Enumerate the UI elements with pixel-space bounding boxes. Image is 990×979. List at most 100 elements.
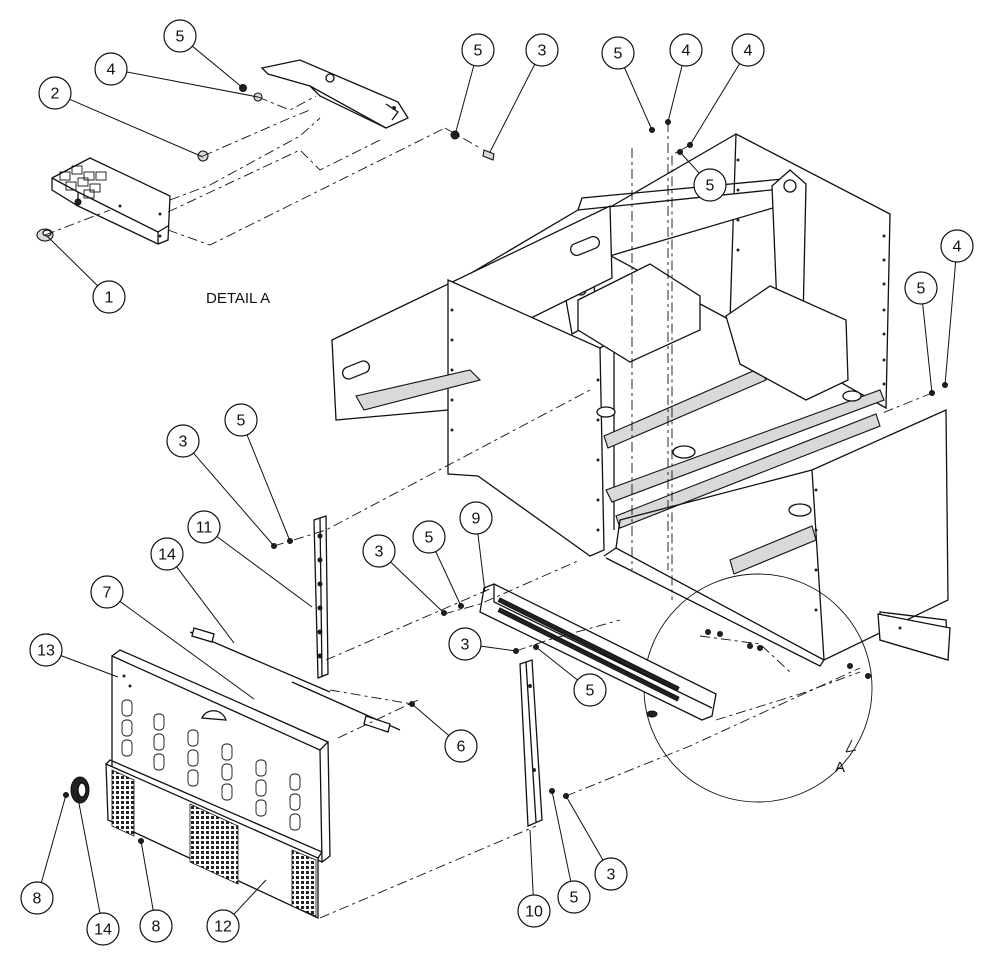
callout-8-c25: 8 [20,794,67,915]
callout-bubble [92,280,126,314]
callout-number: 4 [682,43,691,60]
callout-number: 14 [94,922,112,939]
callout-number: 5 [176,29,185,46]
callout-number: 7 [103,585,112,602]
tie-rod [189,627,401,733]
callout-bubble [731,33,765,67]
callout-bubble [224,403,258,437]
detail-a-assembly [36,59,495,246]
callout-2-c2: 2 [38,76,204,158]
leader-line [69,98,204,158]
callout-10-c29: 10 [517,829,551,928]
callout-14-c16: 14 [150,537,235,644]
callout-6-c24: 6 [411,703,478,763]
leader-line [944,261,957,386]
callout-bubble [557,880,591,914]
cross-member [479,583,717,721]
callout-number: 5 [570,890,579,907]
callout-number: 4 [953,239,962,256]
vertical-post [313,515,329,679]
callout-13-c18: 13 [29,633,119,678]
callout-5-c23: 5 [535,646,607,707]
leader-line [624,67,653,131]
leader-line [216,536,313,608]
callout-number: 3 [375,544,384,561]
callout-number: 11 [196,520,213,537]
callout-bubble [448,627,482,661]
leader-line [529,829,534,896]
callout-bubble [444,729,478,763]
callout-number: 8 [152,919,161,936]
callout-bubble [163,19,197,53]
callout-bubble [940,229,974,263]
leader-line [667,65,683,123]
leader-line [192,45,244,89]
callout-bubble [459,501,493,535]
callout-bubble [86,912,120,946]
leader-line [140,840,154,911]
grommet [70,776,90,804]
leader-line [689,63,741,146]
callout-3-c22: 3 [448,627,517,661]
leader-line [390,561,445,614]
leader-line [126,71,259,98]
callout-bubble [90,575,124,609]
leader-line [477,533,486,593]
callout-number: 5 [586,683,595,700]
callout-bubble [525,33,559,67]
callout-bubble [20,881,54,915]
callout-9-c21: 9 [459,501,493,593]
callout-5-c4: 5 [163,19,244,89]
callout-bubble [150,537,184,571]
callout-number: 14 [158,547,176,564]
callout-bubble [362,534,396,568]
callout-5-c13: 5 [224,403,291,542]
assembly-lines [273,122,933,919]
callout-bubble [94,52,128,86]
leader-line [233,879,267,915]
callout-number: 5 [237,413,246,430]
detail-a-label: DETAIL A [206,290,270,307]
leader-line [60,655,119,678]
callout-4-c11: 4 [940,229,974,386]
callout-5-c7: 5 [601,36,653,131]
leader-line [193,452,275,547]
leader-line [435,551,462,607]
leader-line [535,646,578,681]
callout-5-c30: 5 [551,790,591,914]
leader-line [489,64,536,153]
callout-number: 5 [917,281,926,298]
callout-4-c8: 4 [667,33,703,123]
callout-bubble [693,168,727,202]
callout-bubble [412,520,446,554]
callout-number: 4 [107,62,116,79]
callout-5-c5: 5 [454,33,495,136]
callout-4-c3: 4 [94,52,259,98]
leader-line [679,151,700,174]
callout-bubble [166,424,200,458]
callout-bubble [669,33,703,67]
leader-line [246,434,291,542]
callout-number: 4 [744,43,753,60]
callout-bubble [187,510,221,544]
callout-number: 12 [214,919,232,936]
callout-number: 1 [105,290,114,307]
perforated-panel [105,759,323,920]
callout-14-c26: 14 [76,792,120,946]
leader-line [922,303,933,394]
chassis-frame [331,132,951,667]
leader-line [565,795,604,861]
callout-number: 3 [179,434,188,451]
callout-bubble [594,857,628,891]
callout-1-c1: 1 [46,235,126,314]
callout-4-c9: 4 [689,33,765,146]
leader-line [40,794,67,883]
callout-number: 5 [614,46,623,63]
callout-3-c31: 3 [565,795,628,891]
callout-number: 3 [607,867,616,884]
leader-line [411,703,450,736]
callout-number: 6 [457,739,466,756]
detail-a-callout-letter: A [835,759,845,776]
